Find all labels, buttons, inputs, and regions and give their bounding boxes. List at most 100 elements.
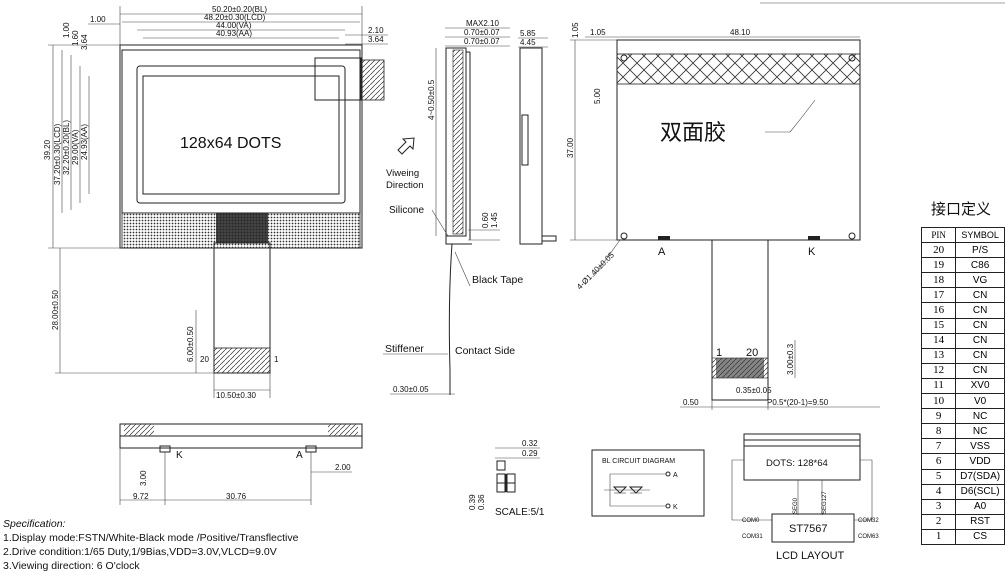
pin-table-header: PIN SYMBOL	[920, 226, 1005, 244]
pin-header: PIN	[920, 226, 957, 244]
pin-symbol: D6(SCL)	[955, 483, 1005, 500]
dim-left-small: 1.00	[90, 15, 106, 24]
dim-right-small-b: 3.64	[368, 35, 384, 44]
pin-number: 20	[920, 242, 957, 259]
back-label-a: A	[658, 246, 666, 258]
lcd-seg0: SEG0	[793, 497, 799, 514]
dim-fpc-length: 28.00±0.50	[51, 289, 60, 330]
pin-number: 17	[920, 287, 957, 304]
pin-number: 8	[920, 423, 957, 440]
back-dim-small: 5.00	[593, 88, 602, 104]
side-small-a: 0.60	[481, 212, 490, 228]
pin-number: 15	[920, 317, 957, 334]
dim-aa-width: 40.93(AA)	[216, 29, 252, 38]
side-small-b: 1.45	[490, 212, 499, 228]
back-label-k: K	[808, 246, 816, 258]
dim-fpc-width: 10.50±0.30	[216, 391, 257, 400]
lcd-dots: DOTS: 128*64	[766, 458, 828, 469]
pin-number: 16	[920, 302, 957, 319]
dim-vert-2: 1.60	[71, 30, 80, 46]
fpc-pin-20: 20	[200, 355, 209, 364]
back-fpc-dim: 3.00±0.3	[786, 343, 795, 375]
back-dim-top-left: 1.05	[571, 22, 580, 38]
pin-symbol: D7(SDA)	[955, 468, 1005, 485]
side-view: MAX2.10 0.70±0.07 0.70±0.07 4~0.50±0.5 0…	[383, 19, 557, 395]
dim-lcd-height: 37.20±0.30(LCD)	[53, 123, 62, 185]
bottom-a: A	[296, 450, 303, 461]
side-dim-585: 5.85	[520, 29, 536, 38]
holes-label: 4-Ø1.40±0.05	[575, 250, 616, 291]
pin-symbol: NC	[955, 408, 1005, 425]
adhesive-label: 双面胶	[660, 121, 726, 146]
pin-symbol: CN	[955, 287, 1005, 304]
specification: Specification: 1.Display mode:FSTN/White…	[3, 517, 298, 573]
spec-line-1: 1.Display mode:FSTN/White-Black mode /Po…	[3, 532, 299, 544]
lcd-com32: COM32	[858, 518, 879, 524]
pin-symbol: VDD	[955, 453, 1005, 470]
fpc-pin-1: 1	[274, 355, 279, 364]
scale-detail: 0.32 0.29 0.39 0.36 SCALE:5/1	[468, 439, 545, 518]
side-dim-max: MAX2.10	[466, 19, 499, 28]
dim-lcd-width: 48.20±0.30(LCD)	[204, 13, 266, 22]
lcd-com0: COM0	[742, 518, 760, 524]
back-pin-1: 1	[716, 347, 722, 359]
pin-symbol: CN	[955, 317, 1005, 334]
bottom-view: K A 9.72 30.76 3.00 2.00	[119, 423, 363, 505]
lcd-caption: LCD LAYOUT	[776, 550, 845, 562]
dim-va-width: 44.00(VA)	[216, 21, 252, 30]
back-pin-20: 20	[746, 347, 758, 359]
back-edge: 0.50	[683, 398, 699, 407]
label-contact-side: Contact Side	[455, 345, 515, 357]
pin-symbol: C86	[955, 257, 1005, 274]
dim-bl-height: 39.20	[43, 139, 52, 160]
pin-number: 7	[920, 438, 957, 455]
dim-vert-3: 3.64	[80, 34, 89, 50]
bl-circuit-diagram: BL CIRCUIT DIAGRAM A K	[591, 449, 705, 517]
back-dim-height: 37.00	[566, 137, 575, 158]
pin-symbol: CN	[955, 302, 1005, 319]
pin-number: 5	[920, 468, 957, 485]
bottom-dim-2: 2.00	[335, 463, 351, 472]
label-black-tape: Black Tape	[472, 274, 523, 286]
dim-va-height: 29.00(VA)	[71, 129, 80, 165]
lcd-layout: DOTS: 128*64 ST7567 COM0 SEG0 SEG127 COM…	[731, 433, 879, 562]
pin-symbol: RST	[955, 513, 1005, 530]
pin-symbol: V0	[955, 393, 1005, 410]
bottom-dim-mid: 30.76	[226, 492, 247, 501]
bl-a: A	[673, 472, 678, 479]
pin-number: 14	[920, 332, 957, 349]
pin-number: 4	[920, 483, 957, 500]
pin-symbol: XV0	[955, 377, 1005, 395]
label-stiffener: Stiffener	[385, 343, 424, 355]
bottom-dim-left: 9.72	[133, 492, 149, 501]
bl-k: K	[673, 504, 678, 511]
dim-right-small-a: 2.10	[368, 26, 384, 35]
pin-number: 9	[920, 408, 957, 425]
side-dim-inner: 4~0.50±0.5	[427, 79, 436, 120]
scale-label: SCALE:5/1	[495, 507, 545, 518]
pin-number: 12	[920, 362, 957, 379]
scale-dim-left-b: 0.36	[477, 494, 486, 510]
pin-symbol: VSS	[955, 438, 1005, 455]
label-silicone: Silicone	[389, 205, 424, 216]
bottom-k: K	[176, 450, 183, 461]
pin-symbol: NC	[955, 423, 1005, 440]
pin-number: 19	[920, 257, 957, 274]
side-dim-a: 0.70±0.07	[464, 28, 500, 37]
